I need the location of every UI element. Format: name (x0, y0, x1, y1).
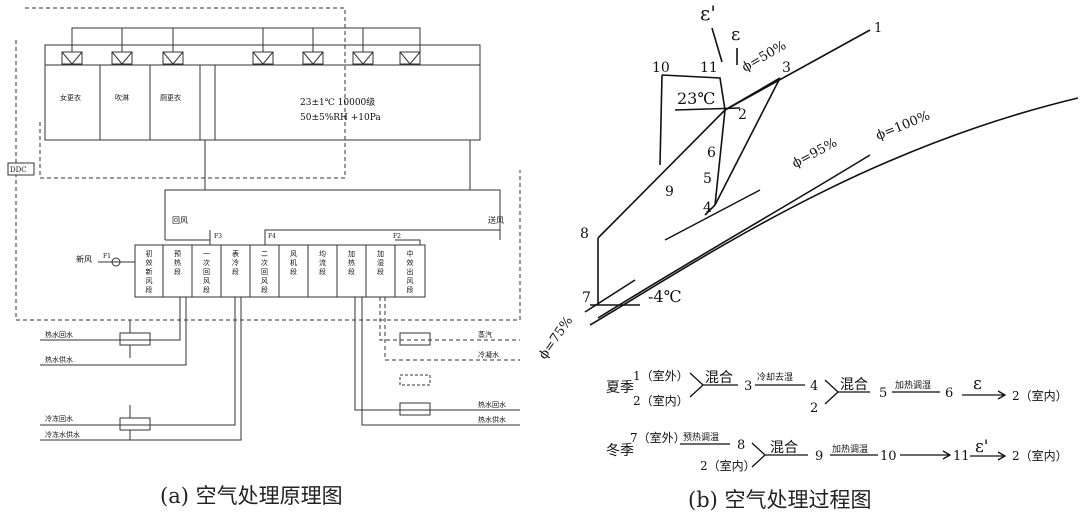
summer-state-4: 4 (810, 379, 818, 394)
phi-100-curve (589, 97, 1079, 326)
clean-room-spec-1: 23±1℃ 10000级 (300, 96, 375, 108)
pipe-left-1: 热水回水 (45, 330, 73, 339)
ddc-label: DDC (10, 166, 27, 174)
point-6: 6 (707, 145, 716, 161)
winter-process: 冬季 7（室外） 预热调温 8 2（室内） 混合 9 加热调温 10 11 ε'… (606, 430, 1068, 473)
phi-95-curve (597, 154, 871, 319)
psychrometric-chart: ε' ε ϕ=50% ϕ=95% ϕ=100% ϕ=75% 23℃ -4℃ 1 … (536, 1, 1079, 473)
summer-in-1: 1（室外） (633, 368, 689, 383)
winter-state-8: 8 (737, 438, 745, 453)
isotherm-23 (674, 107, 741, 111)
point-9: 9 (665, 184, 674, 200)
ahu-section-label: 初效新风段 (146, 249, 153, 294)
winter-pre: 预热调温 (683, 431, 719, 443)
winter-in-1: 7（室外） (630, 430, 686, 445)
ahu-section-label: 中效出风段 (407, 249, 414, 294)
eps-prime-label: ε' (700, 1, 716, 25)
eps-prime-line (711, 27, 723, 63)
winter-state-10: 10 (880, 449, 897, 464)
point-5: 5 (703, 171, 712, 187)
winter-heat: 加热调温 (832, 443, 868, 455)
ahu-section-label: 风机段 (290, 250, 297, 276)
phi-95-label: ϕ=95% (790, 135, 840, 171)
pipe-left-4: 冷冻水供水 (45, 430, 80, 439)
caption-left: (a) 空气处理原理图 (160, 484, 343, 508)
line-10-down (659, 74, 663, 166)
phi-75-curve (584, 279, 636, 313)
summer-season: 夏季 (606, 380, 634, 396)
summer-in-2: 2（室内） (633, 393, 689, 408)
summer-mix-2: 混合 (840, 377, 868, 393)
ahu-section-label: 均流段 (319, 249, 326, 276)
pipe-right-2: 冷凝水 (478, 350, 499, 359)
summer-process: 夏季 1（室外） 2（室内） 混合 3 冷却去湿 4 2 混合 5 加热调湿 6… (606, 368, 1068, 416)
point-3: 3 (782, 60, 791, 76)
winter-season: 冬季 (606, 443, 634, 459)
pipe-right-1: 蒸汽 (478, 330, 492, 339)
winter-state-9: 9 (815, 449, 823, 464)
line-10-11 (661, 74, 726, 111)
summer-mix-1: 混合 (705, 370, 733, 386)
point-8: 8 (580, 226, 589, 242)
air-handling-schematic: 女更衣 吹淋 厕更衣 23±1℃ 10000级 50±5%RH +10Pa DD… (7, 7, 521, 441)
point-1: 1 (874, 21, 882, 36)
tag-f3: F3 (214, 233, 222, 240)
point-11: 11 (700, 60, 718, 76)
caption-right: (b) 空气处理过程图 (688, 488, 872, 512)
summer-state-3: 3 (744, 379, 752, 394)
line-4-tail (704, 204, 716, 216)
point-2: 2 (738, 107, 747, 123)
line-2-to-3 (724, 77, 781, 111)
pipe-left-3: 冷冻回水 (45, 414, 73, 423)
temp-minus4-label: -4℃ (648, 287, 681, 306)
exhaust-air-label: 送风 (488, 215, 504, 225)
summer-heat: 加热调湿 (895, 379, 931, 391)
winter-mix: 混合 (770, 440, 798, 456)
line-8-to-9-to-2 (597, 109, 726, 239)
tag-f4: F4 (268, 233, 276, 240)
room-label-2: 吹淋 (115, 93, 129, 102)
winter-end: 2（室内） (1012, 448, 1068, 463)
summer-state-5: 5 (879, 386, 887, 401)
ahu-section-label: 预热段 (174, 249, 181, 276)
ahu-section-label: 表冷段 (232, 249, 239, 276)
ahu-section-label: 加热段 (348, 249, 355, 276)
summer-end: 2（室内） (1012, 388, 1068, 403)
tag-f1: F1 (103, 253, 111, 260)
winter-state-11: 11 (953, 449, 970, 464)
pipe-left-2: 热水供水 (45, 355, 73, 364)
return-air-label: 回风 (172, 216, 188, 225)
tag-f2: F2 (393, 233, 401, 240)
pipe-right-3: 热水回水 (478, 400, 506, 409)
winter-in-2: 2（室内） (700, 458, 756, 473)
room-label-1: 女更衣 (60, 93, 81, 102)
phi-100-label: ϕ=100% (874, 108, 932, 143)
room-label-3: 厕更衣 (160, 93, 181, 102)
eps-label: ε (731, 24, 740, 45)
ahu-section-label: 一次回风段 (203, 250, 210, 294)
line-2-to-4 (714, 109, 726, 206)
ahu-section-label: 二次回风段 (261, 250, 268, 294)
line-3-to-4 (714, 77, 781, 206)
clean-room-spec-2: 50±5%RH +10Pa (300, 113, 381, 123)
point-10: 10 (652, 60, 670, 76)
summer-state-2: 2 (810, 401, 818, 416)
summer-cool: 冷却去湿 (757, 371, 793, 383)
pipe-right-4: 热水供水 (478, 415, 506, 424)
fresh-air-label: 新风 (76, 254, 92, 264)
winter-eps: ε' (975, 437, 988, 457)
temp-23-label: 23℃ (677, 89, 715, 108)
summer-state-6: 6 (945, 386, 953, 401)
point-4: 4 (703, 200, 712, 216)
summer-eps: ε (973, 374, 982, 394)
point-7: 7 (582, 290, 591, 306)
ahu-section-label: 加湿段 (377, 249, 384, 276)
